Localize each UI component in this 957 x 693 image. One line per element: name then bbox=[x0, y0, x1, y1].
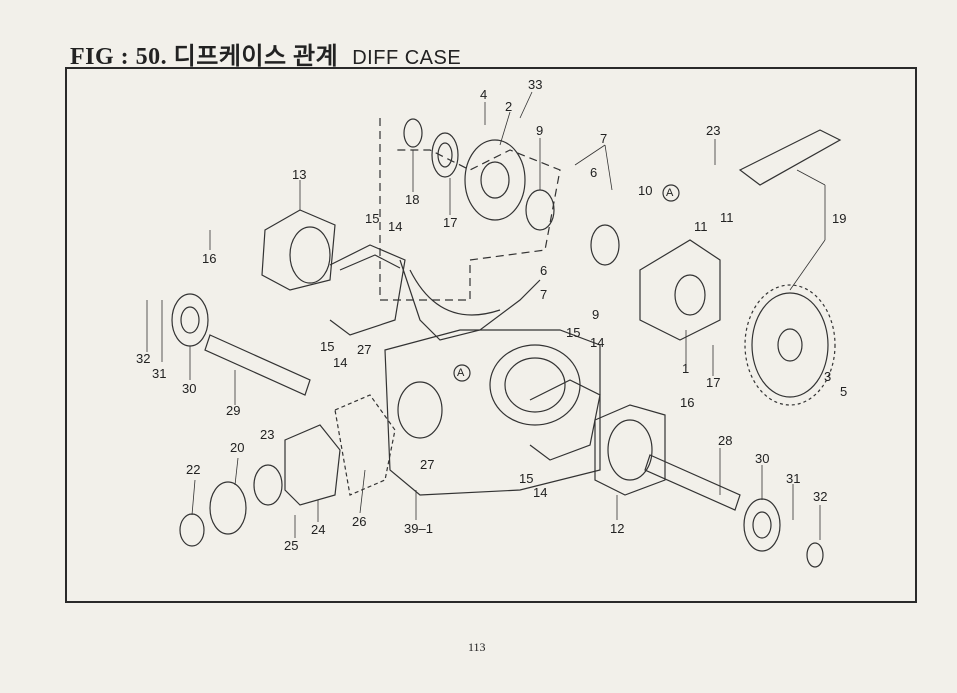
callout-31: 31 bbox=[152, 366, 167, 381]
callout-15: 15 bbox=[519, 471, 534, 486]
callout-30: 30 bbox=[182, 381, 197, 396]
callout-2: 2 bbox=[505, 99, 513, 114]
seal-18 bbox=[403, 118, 423, 148]
gasket-26 bbox=[334, 394, 396, 496]
callout-13: 13 bbox=[292, 167, 307, 182]
callout-17: 17 bbox=[443, 215, 458, 230]
callout-6: 6 bbox=[540, 263, 548, 278]
callout-1: 1 bbox=[682, 361, 690, 376]
callout-10: 10 bbox=[638, 183, 653, 198]
callout-22: 22 bbox=[186, 462, 201, 477]
callout-15: 15 bbox=[566, 325, 581, 340]
figure-title: FIG : 50. 디프케이스 관계 DIFF CASE bbox=[70, 36, 461, 71]
callout-26: 26 bbox=[352, 514, 367, 529]
callout-14: 14 bbox=[333, 355, 348, 370]
callout-6: 6 bbox=[590, 165, 598, 180]
callout-11: 11 bbox=[694, 219, 708, 234]
callout-14: 14 bbox=[590, 335, 605, 350]
callout-19: 19 bbox=[832, 211, 847, 226]
callout-32: 32 bbox=[136, 351, 151, 366]
leader-lines bbox=[146, 91, 826, 540]
snap-ring-32-right bbox=[806, 542, 824, 568]
callout-16: 16 bbox=[680, 395, 695, 410]
gear-20 bbox=[209, 481, 247, 535]
callout-25: 25 bbox=[284, 538, 299, 553]
callout-33: 33 bbox=[528, 77, 543, 92]
callout-17: 17 bbox=[706, 375, 721, 390]
shim-pack-15-14-upper bbox=[329, 244, 406, 336]
page-number: 113 bbox=[468, 640, 486, 654]
callout-4: 4 bbox=[480, 87, 488, 102]
callout-16: 16 bbox=[202, 251, 217, 266]
figure-subtitle: DIFF CASE bbox=[352, 47, 462, 69]
callout-11: 11 bbox=[720, 210, 734, 225]
callout-18: 18 bbox=[405, 192, 420, 207]
callout-15: 15 bbox=[320, 339, 335, 354]
callout-12: 12 bbox=[610, 521, 625, 536]
drive-pinion-shaft bbox=[738, 129, 842, 186]
cover-12 bbox=[594, 404, 666, 496]
reference-a-label: A bbox=[457, 367, 465, 379]
bearing-17-upper bbox=[431, 132, 459, 178]
callout-27: 27 bbox=[420, 457, 435, 472]
shim-pack-15-14-lower bbox=[529, 379, 601, 461]
side-gear-9-lower bbox=[590, 224, 620, 266]
bearing-30-left bbox=[171, 293, 209, 347]
diagram-frame bbox=[65, 67, 917, 603]
side-gear-9-upper bbox=[525, 189, 555, 231]
diff-case-1 bbox=[639, 239, 721, 341]
flange-2 bbox=[464, 139, 526, 221]
callout-23: 23 bbox=[706, 123, 721, 138]
callout-14: 14 bbox=[533, 485, 548, 500]
callout-14: 14 bbox=[388, 219, 403, 234]
callout-24: 24 bbox=[311, 522, 326, 537]
callout-5: 5 bbox=[840, 384, 848, 399]
upper-housing-outline bbox=[379, 118, 561, 341]
cover-13 bbox=[261, 209, 336, 291]
callout-9: 9 bbox=[536, 123, 544, 138]
bearing-30-right bbox=[743, 498, 781, 552]
ring-gear-19 bbox=[744, 284, 836, 406]
callout-39-1: 39–1 bbox=[404, 521, 433, 536]
callout-31: 31 bbox=[786, 471, 801, 486]
reference-a-label: A bbox=[666, 187, 674, 199]
callout-3: 3 bbox=[824, 369, 832, 384]
callout-15: 15 bbox=[365, 211, 380, 226]
bearing-23-lower bbox=[253, 464, 283, 506]
callout-7: 7 bbox=[600, 131, 608, 146]
lower-housing-39-1 bbox=[384, 329, 601, 496]
callout-28: 28 bbox=[718, 433, 733, 448]
callout-9: 9 bbox=[592, 307, 600, 322]
callout-30: 30 bbox=[755, 451, 770, 466]
callout-20: 20 bbox=[230, 440, 245, 455]
callout-32: 32 bbox=[813, 489, 828, 504]
callout-29: 29 bbox=[226, 403, 241, 418]
axle-shaft-28 bbox=[644, 454, 741, 511]
callout-27: 27 bbox=[357, 342, 372, 357]
callout-23: 23 bbox=[260, 427, 275, 442]
bearing-22 bbox=[179, 513, 205, 547]
callout-7: 7 bbox=[540, 287, 548, 302]
retainer-24 bbox=[284, 424, 341, 506]
figure-number-label: FIG : 50. 디프케이스 관계 bbox=[70, 44, 339, 70]
reference-marker-a bbox=[453, 184, 680, 382]
axle-shaft-29 bbox=[204, 334, 311, 396]
